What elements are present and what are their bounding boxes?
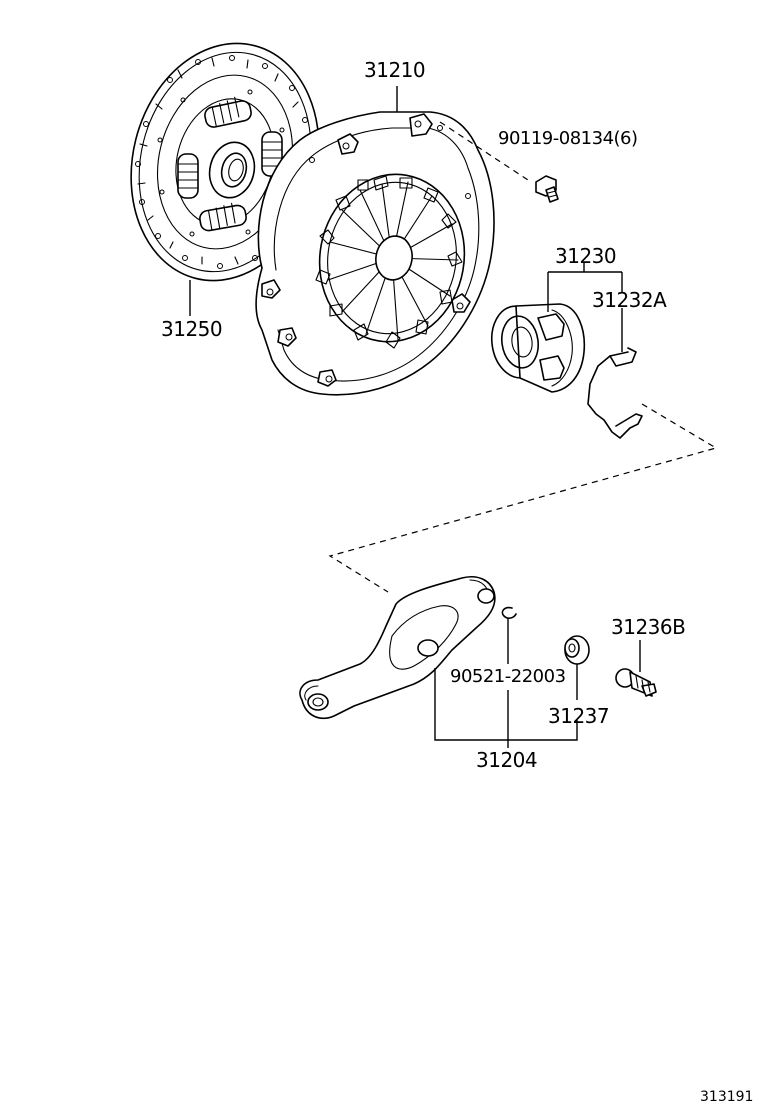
label-bearing-assy[interactable]: 31230 bbox=[555, 244, 617, 268]
label-bearing-clip[interactable]: 31232A bbox=[592, 288, 667, 312]
pressure-plate-drawing bbox=[255, 111, 495, 396]
label-boot[interactable]: 31237 bbox=[548, 704, 610, 728]
release-fork-drawing bbox=[299, 576, 496, 720]
figure-id: 313191 bbox=[700, 1089, 754, 1105]
boot-drawing bbox=[564, 635, 590, 665]
alignment-dashed-line bbox=[328, 403, 718, 593]
label-ball-stud[interactable]: 31236B bbox=[611, 615, 686, 639]
label-e-ring[interactable]: 90521-22003 bbox=[450, 666, 566, 687]
label-release-fork[interactable]: 31204 bbox=[476, 748, 538, 772]
label-clutch-disc[interactable]: 31250 bbox=[161, 317, 223, 341]
label-pressure-plate[interactable]: 31210 bbox=[364, 58, 426, 82]
bolt-drawing bbox=[439, 121, 559, 203]
bearing-clip-drawing bbox=[587, 347, 643, 439]
e-ring-drawing bbox=[501, 606, 517, 619]
ball-stud-drawing bbox=[615, 668, 657, 697]
leader-lines bbox=[189, 86, 641, 748]
label-bolt[interactable]: 90119-08134(6) bbox=[498, 128, 638, 149]
release-bearing-drawing bbox=[490, 303, 586, 393]
